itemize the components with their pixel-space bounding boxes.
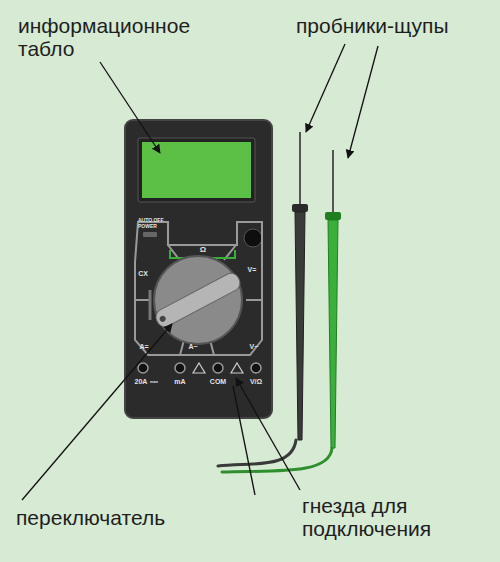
black-probe	[295, 212, 305, 440]
callout-label: гнезда для подключения	[302, 494, 497, 540]
mode-label: V~	[246, 343, 262, 351]
mode-label: CX	[136, 270, 150, 278]
meter-body	[125, 120, 272, 418]
sockets	[251, 363, 261, 373]
green-probe	[328, 220, 338, 448]
leader-lines	[100, 62, 160, 153]
black-probe	[292, 132, 308, 440]
black-probe	[292, 204, 308, 212]
dial-panel	[135, 222, 262, 355]
mode-label: A=	[136, 343, 152, 351]
dial-panel	[149, 290, 152, 320]
button-label: AUTO OFF POWER	[138, 218, 166, 229]
warning-triangles	[193, 363, 205, 373]
warning-triangles	[193, 363, 243, 373]
callout-label: информационное табло	[18, 14, 233, 60]
leader-lines	[236, 378, 300, 490]
probe-wires	[222, 448, 332, 472]
warning-triangles	[231, 363, 243, 373]
leader-lines	[348, 46, 378, 158]
meter-body	[138, 138, 255, 202]
sockets	[213, 363, 223, 373]
black-probe	[299, 132, 301, 205]
mode-label: Ω	[196, 246, 210, 255]
callout-label: переключатель	[16, 506, 236, 529]
meter-body	[244, 229, 262, 247]
callout-label: пробники-щупы	[296, 14, 496, 37]
green-probe	[325, 150, 341, 448]
socket-label: max	[150, 380, 164, 384]
dial-panel	[135, 245, 262, 355]
socket-label: mA	[170, 378, 190, 386]
rotary-switch	[159, 315, 167, 323]
leader-lines	[22, 324, 172, 500]
probe-wires	[218, 440, 332, 472]
meter-body	[125, 120, 272, 418]
mode-label: V=	[244, 266, 260, 274]
rotary-switch	[153, 270, 243, 329]
leader-lines	[306, 44, 345, 132]
leader-lines	[22, 44, 378, 500]
rotary-switch	[153, 270, 243, 329]
sockets	[175, 363, 185, 373]
sockets	[138, 363, 261, 373]
socket-label: COM	[206, 378, 230, 386]
socket-label: 20A	[131, 378, 151, 386]
dial-panel	[135, 222, 262, 355]
meter-body	[143, 232, 157, 237]
rotary-switch	[154, 256, 242, 344]
leader-lines	[233, 386, 255, 495]
green-probe	[332, 150, 334, 213]
green-probe	[325, 212, 341, 220]
mode-label: A~	[185, 343, 201, 351]
sockets	[138, 363, 148, 373]
socket-label: V/Ω	[244, 378, 268, 386]
